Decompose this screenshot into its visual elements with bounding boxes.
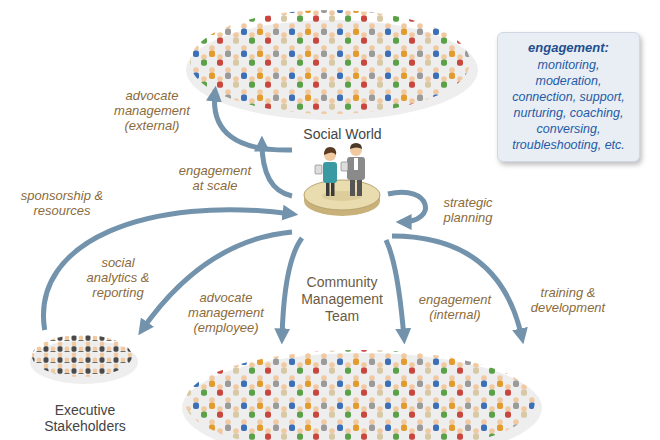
- flow-label: engagement at scale: [173, 163, 257, 193]
- flow-arrow: [282, 238, 302, 338]
- crowd: [32, 335, 132, 377]
- loop-arrow: [388, 192, 425, 222]
- flow-arrow: [214, 92, 292, 150]
- node-title: Community Management Team: [292, 274, 392, 325]
- node-title: Executive Stakeholders: [20, 402, 150, 434]
- crowd: [190, 10, 470, 114]
- flow-label: training & development: [526, 285, 610, 315]
- flow-label: sponsorship & resources: [14, 188, 110, 218]
- crowd-group: Social World: [215, 5, 470, 142]
- info-box: engagement:monitoring, moderation, conne…: [497, 32, 640, 162]
- flow-label: strategic planning: [436, 195, 500, 225]
- node-title: engagement:: [528, 40, 609, 56]
- flow-label: advocate management (external): [112, 88, 192, 133]
- crowd: [185, 350, 535, 440]
- flow-arrow: [386, 240, 404, 338]
- flow-label: advocate management (employee): [186, 290, 266, 335]
- flow-label: social analytics & reporting: [82, 255, 154, 300]
- team-platform: Community Management Team: [292, 145, 392, 325]
- crowd-group: Executive Stakeholders: [20, 330, 150, 434]
- node-body: monitoring, moderation, connection, supp…: [504, 57, 633, 153]
- flow-label: engagement (internal): [415, 292, 495, 322]
- team-figures: [304, 143, 380, 216]
- node-title: Social World: [303, 126, 381, 142]
- flow-arrow: [392, 236, 522, 338]
